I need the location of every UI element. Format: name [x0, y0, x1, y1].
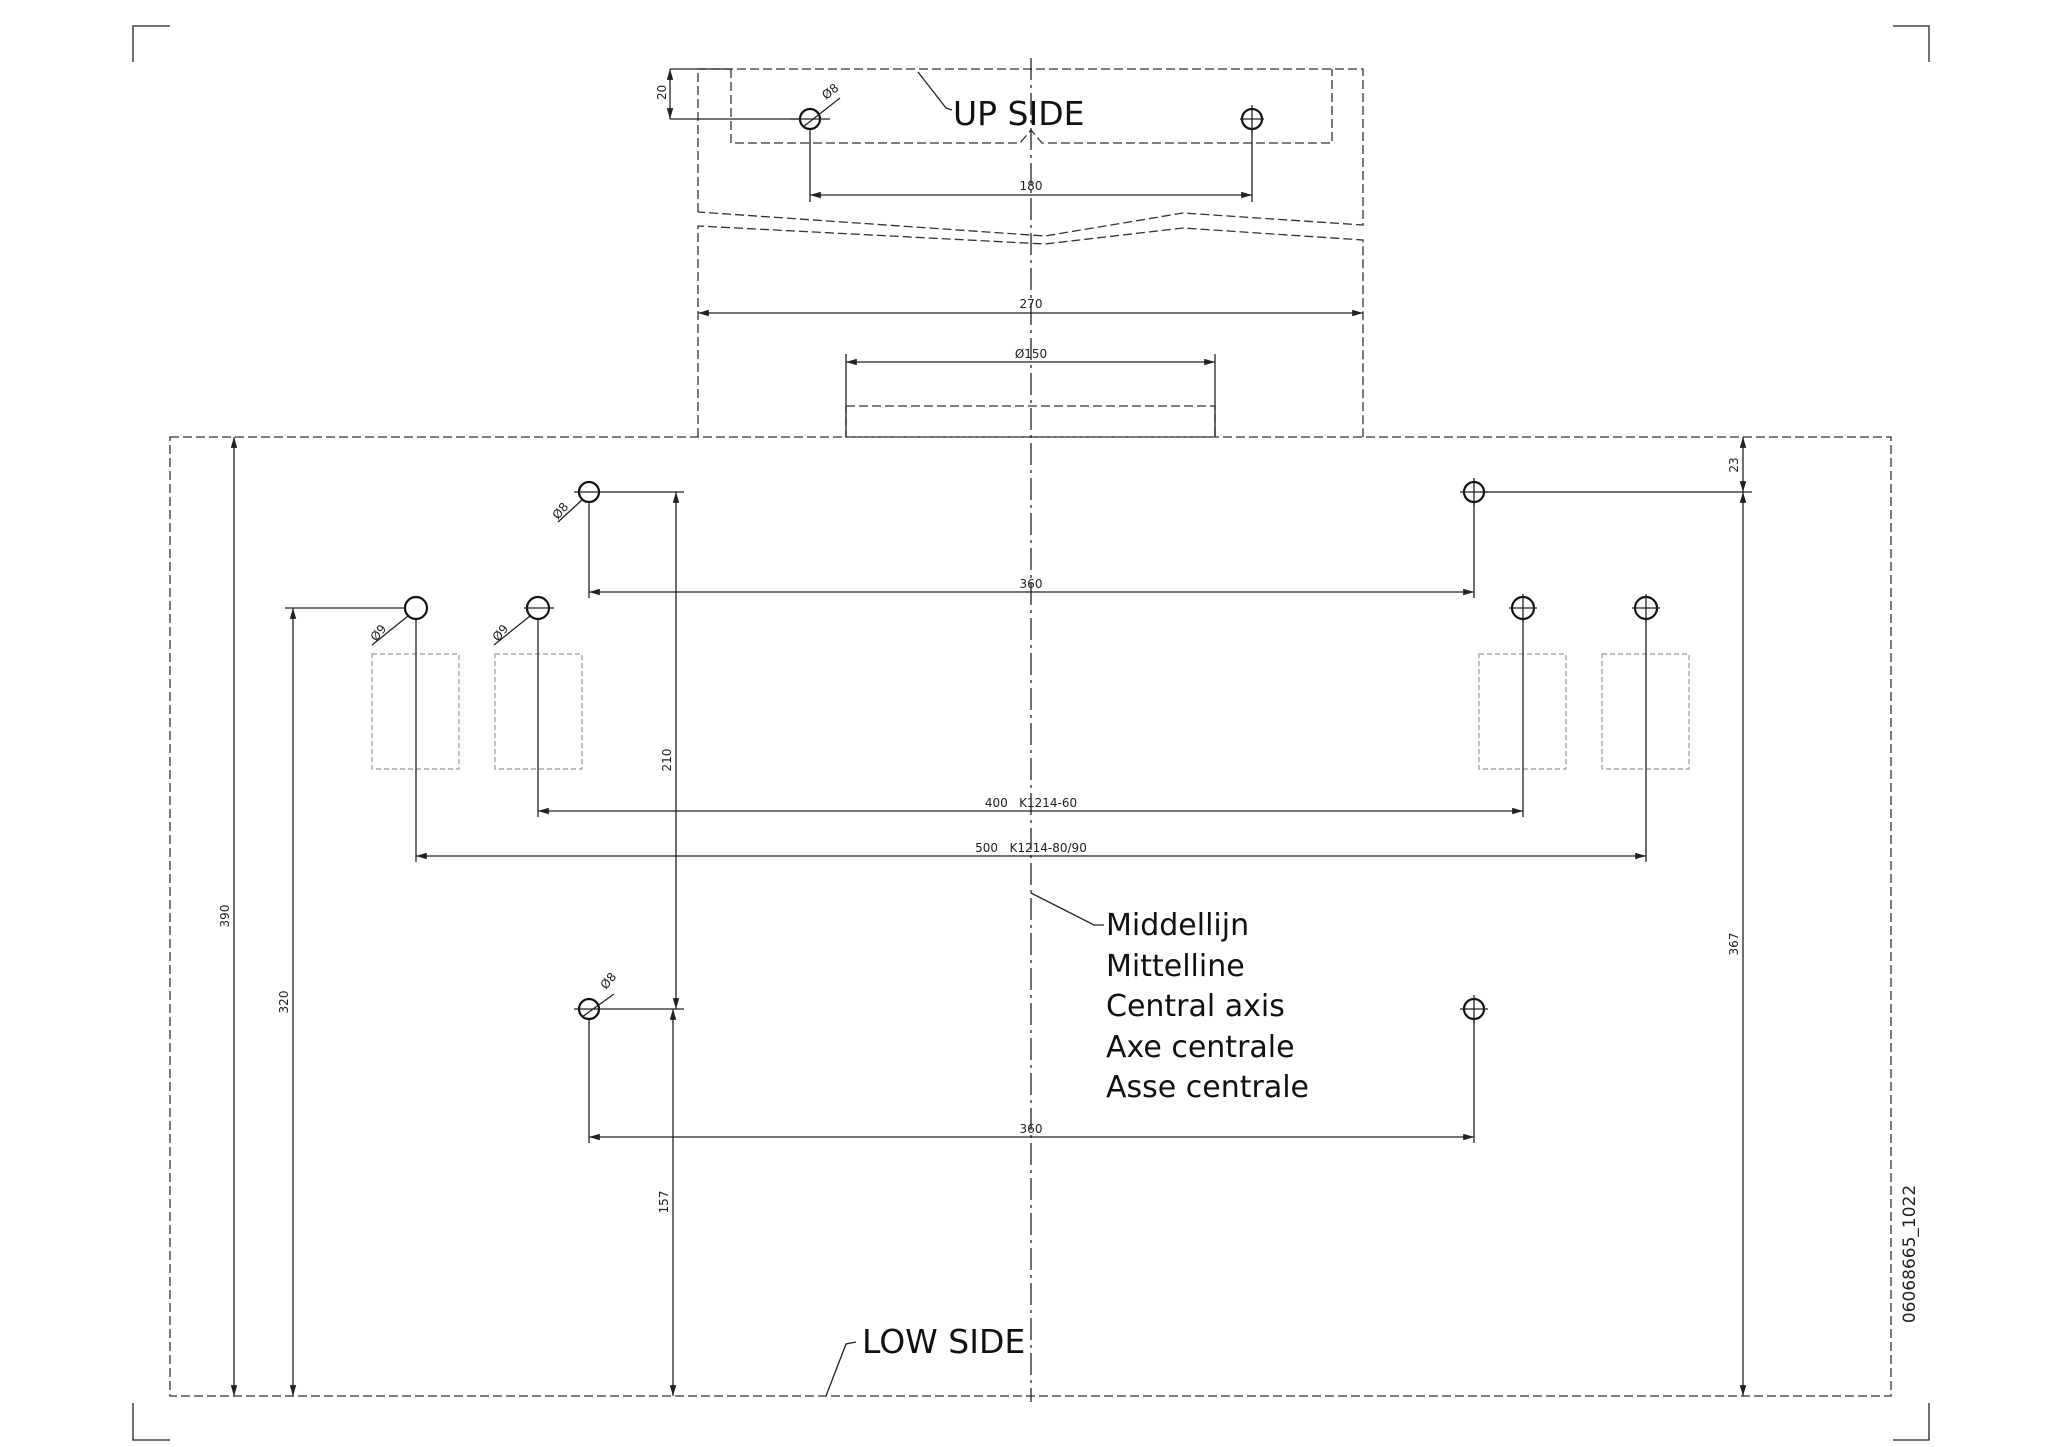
dim-dia8-lower: Ø8 [598, 970, 620, 992]
mounting-holes [371, 97, 1660, 1023]
up-side-label: UP SIDE [953, 94, 1084, 133]
central-axis-notes: Middellijn Mittelline Central axis Axe c… [1106, 908, 1309, 1105]
drawing-number: 06068665_1022 [1900, 1185, 1920, 1323]
corner-marks [132, 25, 1930, 1441]
low-side-label: LOW SIDE [862, 1322, 1025, 1361]
dim-367: 367 [1727, 933, 1741, 956]
dimension-lines [230, 68, 1752, 1397]
dim-390: 390 [218, 905, 232, 928]
axis-note-en: Central axis [1106, 989, 1285, 1024]
dim-320: 320 [277, 991, 291, 1014]
dim-dia9-left: Ø9 [368, 622, 390, 644]
axis-note-fr: Axe centrale [1106, 1030, 1295, 1065]
dim-20: 20 [655, 85, 669, 100]
dim-270: 270 [1020, 297, 1043, 311]
dim-180: 180 [1020, 179, 1043, 193]
dim-360-upper: 360 [1020, 577, 1043, 591]
dim-dia8-upper: Ø8 [550, 500, 572, 522]
dim-dia9-right: Ø9 [490, 622, 512, 644]
dim-210: 210 [660, 749, 674, 772]
dimension-labels: 20 180 270 Ø150 Ø8 Ø8 Ø8 Ø9 Ø9 360 400 K… [218, 81, 1741, 1214]
dim-500: 500 K1214-80/90 [975, 841, 1087, 855]
dim-157: 157 [657, 1191, 671, 1214]
axis-note-nl: Middellijn [1106, 908, 1249, 943]
axis-note-it: Asse centrale [1106, 1070, 1309, 1105]
dim-400: 400 K1214-60 [985, 796, 1077, 810]
axis-note-de: Mittelline [1106, 949, 1245, 984]
dim-150: Ø150 [1015, 347, 1047, 361]
dim-23: 23 [1727, 457, 1741, 472]
dim-360-lower: 360 [1020, 1122, 1043, 1136]
